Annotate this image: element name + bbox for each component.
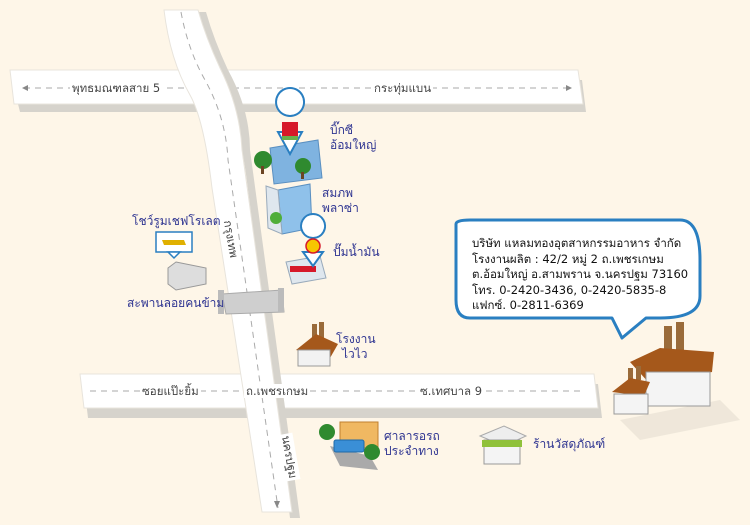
landmark-label-line2: พลาซ่า [322, 201, 359, 215]
landmark-label: ปั๊มน้ำมัน [333, 245, 380, 259]
landmark-label: บิ๊กซี [330, 123, 354, 137]
road-label-krathum-baen: กระทุ่มแบน [372, 81, 434, 95]
landmark-label: สะพานลอยคนข้าม [127, 296, 225, 310]
company-fax: แฟกซ์. 0-2811-6369 [472, 298, 584, 312]
landmark-pedestrian-bridge: สะพานลอยคนข้าม [127, 296, 224, 311]
road-label-phutthamonthon-5: พุทธมณฑลสาย 5 [70, 81, 163, 95]
arrow-south-icon [274, 501, 280, 508]
landmark-label: ศาลารอรถ [384, 429, 440, 443]
road-label-soi-thesaban-9: ซ.เทศบาล 9 [418, 384, 485, 398]
landmark-label: ร้านวัสดุภัณฑ์ [533, 437, 606, 451]
chevrolet-showroom-icon [155, 231, 207, 291]
company-address-line1: โรงงานผลิต : 42/2 หมู่ 2 ถ.เพชรเกษม [472, 251, 664, 266]
landmark-label: โชว์รูมเชฟโรเลต [132, 214, 221, 228]
company-address-line2: ต.อ้อมใหญ่ อ.สามพราน จ.นครปฐม 73160 [472, 267, 689, 281]
road-label-soi-pae-yim: ซอยแป๊ะยิ้ม [140, 384, 201, 398]
landmark-chevrolet-showroom: โชว์รูมเชฟโรเลต [132, 214, 221, 229]
landmark-label-line2: อ้อมใหญ่ [330, 138, 377, 152]
arrow-west-icon [22, 85, 28, 91]
company-info: บริษัท แหลมทองอุตสาหกรรมอาหาร จำกัด โรงง… [472, 236, 688, 314]
factory-icon [296, 322, 338, 367]
landmark-hardware-shop: ร้านวัสดุภัณฑ์ [533, 437, 605, 452]
landmark-bus-stop: ศาลารอรถ ประจำทาง [384, 429, 440, 459]
office-building-icon [265, 183, 313, 235]
arrow-east-icon [566, 85, 572, 91]
landmark-gas-station: ปั๊มน้ำมัน [333, 245, 380, 260]
landmark-label-line2: ประจำทาง [384, 444, 439, 458]
landmark-sompop-plaza: สมภพ พลาซ่า [322, 186, 359, 216]
landmark-wai-wai-factory: โรงงาน ไวไว [336, 332, 376, 362]
company-name: บริษัท แหลมทองอุตสาหกรรมอาหาร จำกัด [472, 236, 682, 250]
bus-stop-icon [319, 421, 380, 470]
big-c-store-icon [254, 87, 323, 185]
road-label-phetkasem: ถ.เพชรเกษม [244, 384, 311, 398]
landmark-label: โรงงาน [336, 332, 376, 346]
shell-gas-station-icon [285, 213, 327, 285]
main-factory-icon [612, 322, 740, 440]
company-phone: โทร. 0-2420-3436, 0-2420-5835-8 [472, 282, 667, 297]
landmark-big-c: บิ๊กซี อ้อมใหญ่ [330, 123, 376, 153]
landmark-label: สมภพ [322, 186, 354, 200]
pedestrian-bridge-icon [218, 288, 285, 315]
company-info-bubble [454, 218, 702, 340]
landmark-label-line2: ไวไว [342, 347, 368, 361]
shop-icon [478, 425, 528, 465]
